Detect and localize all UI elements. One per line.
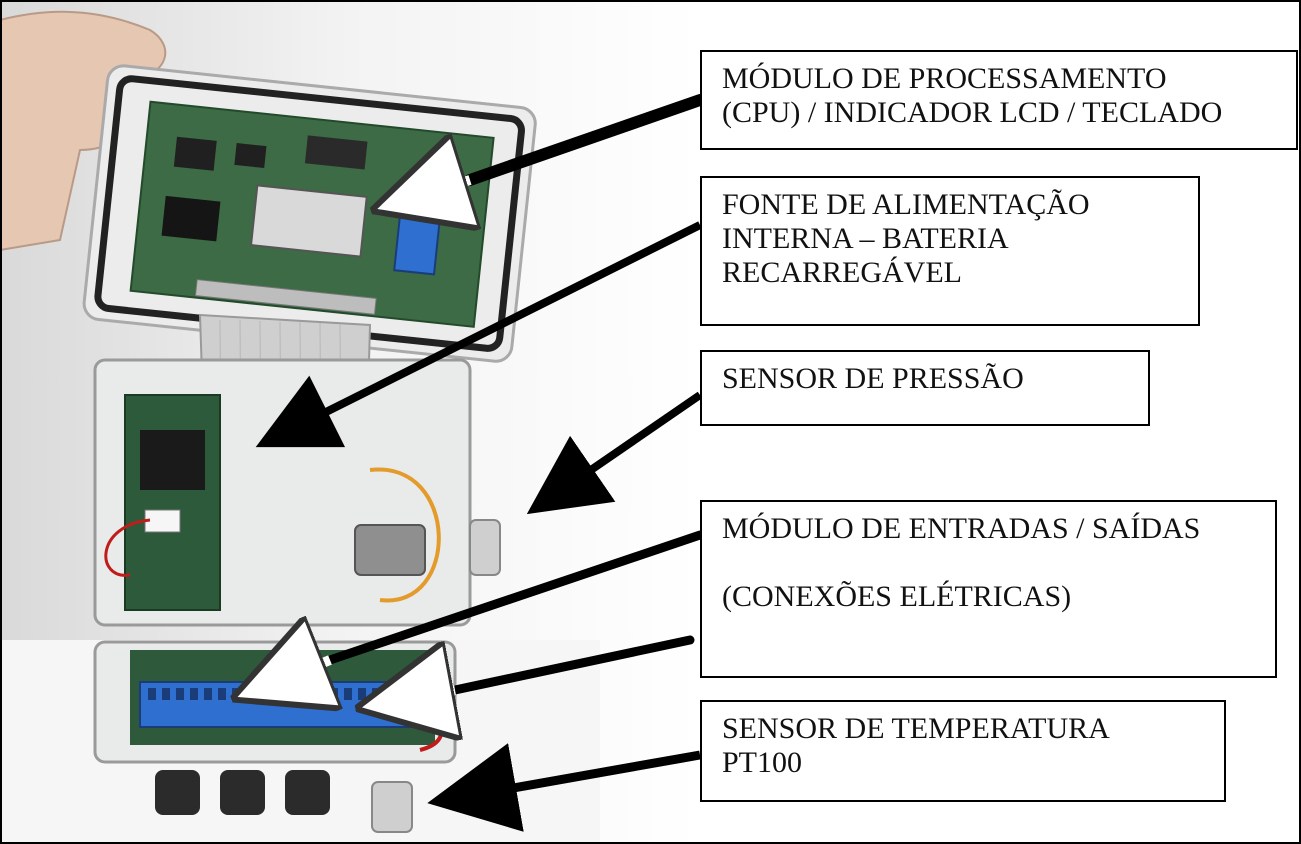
cable-gland <box>285 770 330 815</box>
arrow-cpu-shaft <box>464 94 706 186</box>
pressure-sensor-body <box>354 524 426 576</box>
label-fonte: FONTE DE ALIMENTAÇÃO INTERNA – BATERIA R… <box>700 176 1200 326</box>
battery-wire <box>104 518 151 577</box>
battery-connector <box>144 509 181 533</box>
cable-gland <box>220 770 265 815</box>
label-temperatura-line1: SENSOR DE TEMPERATURA <box>722 712 1110 745</box>
label-fonte-line1: FONTE DE ALIMENTAÇÃO <box>722 188 1090 221</box>
label-io-line2 <box>722 546 1255 580</box>
label-io-line1: MÓDULO DE ENTRADAS / SAÍDAS <box>722 512 1201 545</box>
label-pressao-line1: SENSOR DE PRESSÃO <box>722 362 1024 395</box>
battery-board <box>124 394 221 611</box>
middle-enclosure <box>93 358 501 627</box>
chip <box>304 135 368 170</box>
chip <box>234 143 267 169</box>
lcd-display <box>249 184 368 258</box>
label-cpu-line1: MÓDULO DE PROCESSAMENTO <box>722 62 1167 95</box>
label-temperatura: SENSOR DE TEMPERATURA PT100 <box>700 700 1226 802</box>
arrow-io2-head <box>375 690 455 705</box>
lid-assembly <box>82 64 537 363</box>
arrow-temp <box>427 743 701 832</box>
chip <box>161 195 221 242</box>
battery-label <box>140 430 205 490</box>
label-fonte-line2: INTERNA – BATERIA <box>722 222 1009 255</box>
arrow-io-head <box>250 660 330 692</box>
pressure-port <box>469 519 501 576</box>
label-cpu: MÓDULO DE PROCESSAMENTO (CPU) / INDICADO… <box>700 50 1298 150</box>
arrow-io2-shaft <box>450 635 695 695</box>
cable-gland <box>155 770 200 815</box>
arrow-cpu-head <box>390 180 470 205</box>
board-header <box>194 279 377 315</box>
label-temperatura-line2: PT100 <box>722 746 803 779</box>
label-cpu-line2: (CPU) / INDICADOR LCD / TECLADO <box>722 96 1223 129</box>
label-io: MÓDULO DE ENTRADAS / SAÍDAS (CONEXÕES EL… <box>700 500 1277 678</box>
label-io-line3: (CONEXÕES ELÉTRICAS) <box>722 580 1072 613</box>
arrow-io-shaft <box>325 530 705 665</box>
keypad-connector <box>393 209 442 276</box>
arrow-fonte <box>255 221 702 448</box>
temperature-probe-gland <box>371 781 413 833</box>
chip <box>173 136 217 171</box>
sensor-wires <box>369 467 441 603</box>
label-fonte-line3: RECARREGÁVEL <box>722 256 962 289</box>
arrow-pressao <box>526 391 703 515</box>
label-pressao: SENSOR DE PRESSÃO <box>700 350 1150 426</box>
